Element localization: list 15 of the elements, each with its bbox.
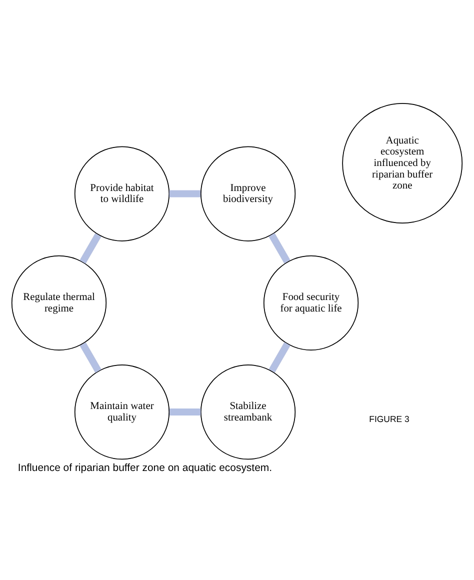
node-circle: Food security for aquatic life [263, 254, 359, 350]
caption: Influence of riparian buffer zone on aquatic ecosystem. [18, 462, 272, 474]
connector [169, 190, 200, 197]
connector [268, 342, 290, 372]
node-circle: Provide habitat to wildlife [74, 146, 170, 241]
node-circle: Regulate thermal regime [11, 254, 107, 350]
node-circle: Stabilize streambank [200, 364, 296, 460]
node-circle: Aquatic ecosystem influenced by riparian buffer zone [342, 102, 463, 223]
connector [170, 408, 201, 416]
node-circle: Maintain water quality [74, 364, 170, 460]
label: FIGURE 3 [369, 414, 410, 424]
connector [268, 232, 290, 263]
node-circle: Improve biodiversity [200, 146, 296, 241]
connector [80, 342, 102, 372]
connector [80, 232, 102, 264]
